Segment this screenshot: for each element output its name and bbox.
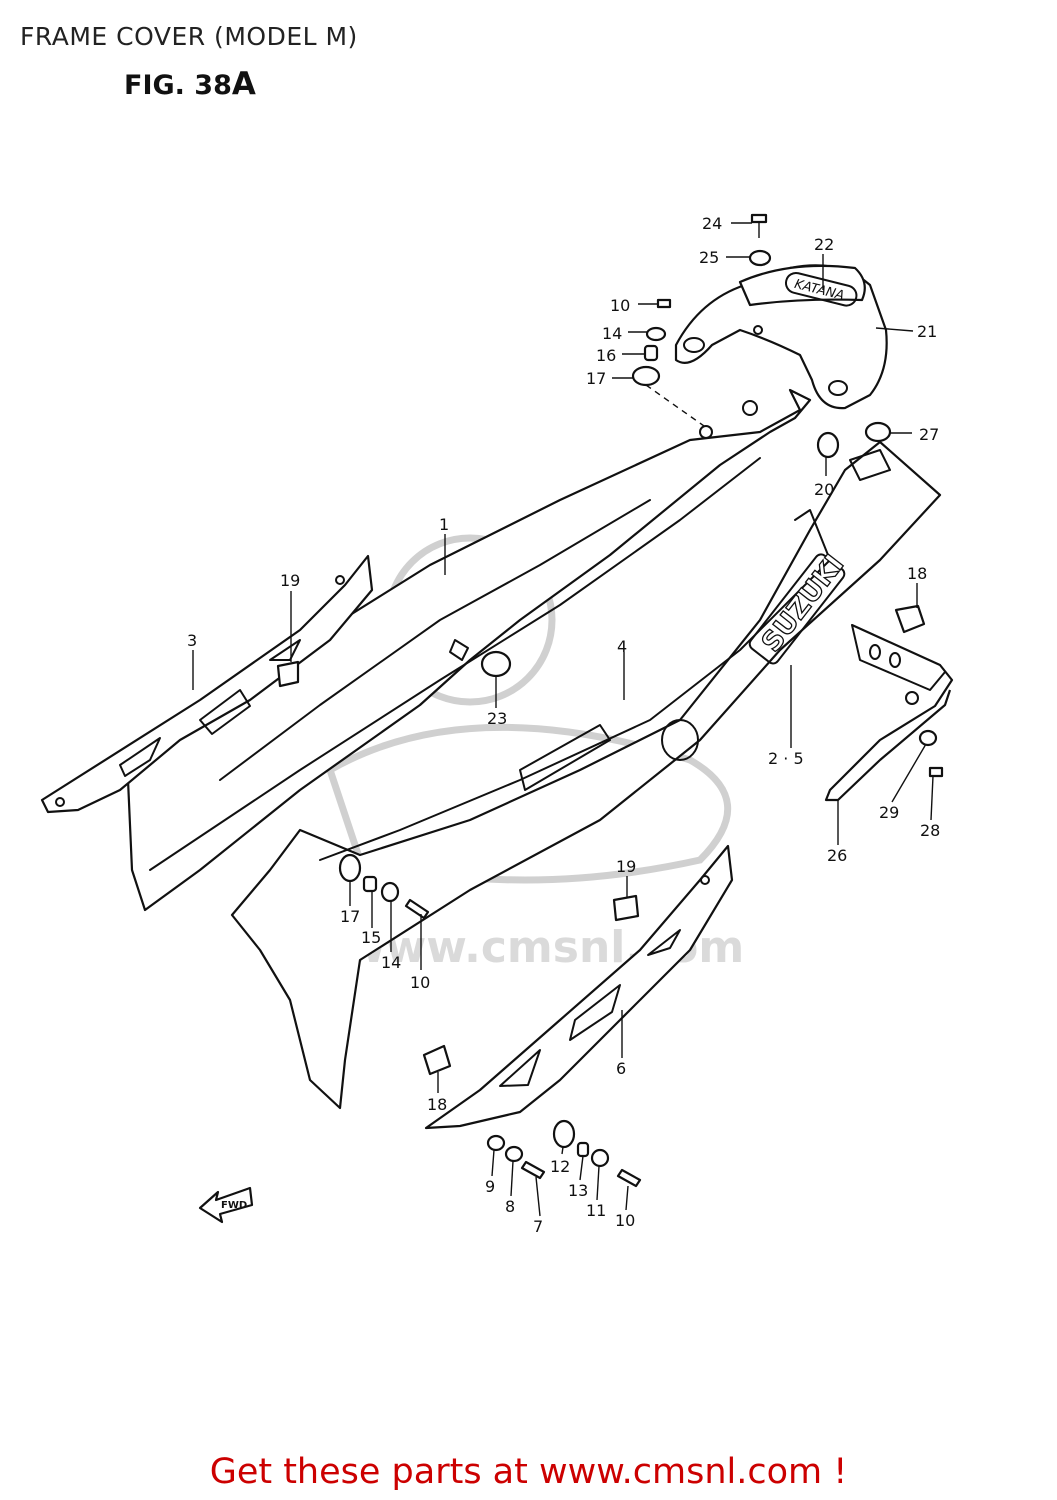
leader-lines bbox=[192, 222, 934, 1217]
callout-29: 29 bbox=[879, 803, 899, 822]
callout-3: 3 bbox=[187, 631, 197, 650]
callout-11: 11 bbox=[586, 1201, 606, 1220]
watermark-wordmark-shape bbox=[325, 723, 731, 884]
callout-4: 4 bbox=[617, 637, 627, 656]
figure-suffix: A bbox=[231, 66, 256, 102]
callout-28: 28 bbox=[920, 821, 940, 840]
callout-12: 12 bbox=[550, 1157, 570, 1176]
part-tail-cover: KATANA bbox=[674, 264, 888, 410]
hardware-parts bbox=[276, 213, 944, 1188]
figure-number: FIG. 38 bbox=[124, 70, 232, 101]
callout-2-5: 2 · 5 bbox=[768, 749, 804, 768]
callout-9: 9 bbox=[485, 1177, 495, 1196]
callout-19: 19 bbox=[280, 571, 300, 590]
callout-14-lower: 14 bbox=[381, 953, 401, 972]
callout-13: 13 bbox=[568, 1181, 588, 1200]
callout-15: 15 bbox=[361, 928, 381, 947]
callout-10-lower: 10 bbox=[410, 973, 430, 992]
callout-17-lower: 17 bbox=[340, 907, 360, 926]
callout-25: 25 bbox=[699, 248, 719, 267]
callout-16: 16 bbox=[596, 346, 616, 365]
callout-18-lower: 18 bbox=[427, 1095, 447, 1114]
callout-6: 6 bbox=[616, 1059, 626, 1078]
callout-10: 10 bbox=[610, 296, 630, 315]
callout-10-bottom: 10 bbox=[615, 1211, 635, 1230]
callout-24: 24 bbox=[702, 214, 722, 233]
callout-7: 7 bbox=[533, 1217, 543, 1236]
fwd-label: FWD bbox=[221, 1200, 247, 1211]
callout-20: 20 bbox=[814, 480, 834, 499]
callout-1: 1 bbox=[439, 515, 449, 534]
part-lower-panel bbox=[424, 844, 734, 1130]
fwd-arrow: FWD bbox=[198, 1186, 254, 1224]
callout-19-lower: 19 bbox=[616, 857, 636, 876]
callout-17: 17 bbox=[586, 369, 606, 388]
figure-label: FIG. 38A bbox=[124, 66, 256, 102]
callout-14: 14 bbox=[602, 324, 622, 343]
callout-18: 18 bbox=[907, 564, 927, 583]
callout-8: 8 bbox=[505, 1197, 515, 1216]
callout-21: 21 bbox=[917, 322, 937, 341]
parts-diagram: www.cmsnl.com KATANA bbox=[40, 213, 954, 1236]
part-rear-bracket bbox=[824, 623, 954, 802]
part-frame-rail bbox=[126, 388, 812, 912]
callout-22: 22 bbox=[814, 235, 834, 254]
get-parts-link[interactable]: Get these parts at www.cmsnl.com ! bbox=[209, 1452, 848, 1492]
callout-26: 26 bbox=[827, 846, 847, 865]
callouts: 24 25 22 10 14 16 17 21 27 20 1 19 3 18 … bbox=[187, 214, 940, 1236]
callout-23: 23 bbox=[487, 709, 507, 728]
callout-27: 27 bbox=[919, 425, 939, 444]
part-left-panel bbox=[40, 554, 374, 814]
page-title: FRAME COVER (MODEL M) bbox=[20, 22, 358, 51]
